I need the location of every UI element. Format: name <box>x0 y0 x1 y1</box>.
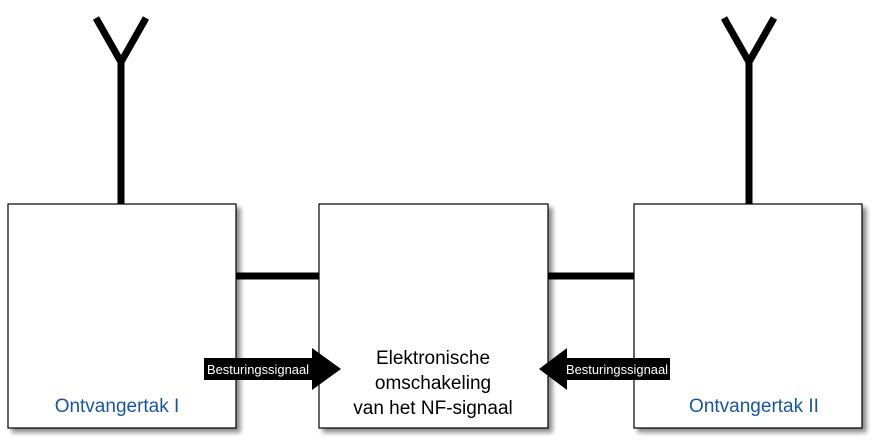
block-omschakeling <box>318 203 549 429</box>
antenna-right-icon <box>720 16 778 205</box>
control-arrow-right: Besturingssignaal <box>539 348 670 390</box>
center-label-line-3: van het NF-signaal <box>353 398 512 419</box>
center-label-line-1: Elektronische <box>376 348 490 369</box>
control-arrow-right-label: Besturingssignaal <box>566 363 668 377</box>
block-label-left: Ontvangertak I <box>55 396 180 417</box>
block-label-right: Ontvangertak II <box>689 396 819 417</box>
control-arrow-left: Besturingssignaal <box>204 348 341 390</box>
antenna-left-icon <box>92 16 150 205</box>
center-label-line-2: omschakeling <box>375 373 491 394</box>
block-ontvangertak-2 <box>633 203 863 429</box>
block-ontvangertak-1 <box>7 203 237 429</box>
control-arrow-left-label: Besturingssignaal <box>207 363 309 377</box>
